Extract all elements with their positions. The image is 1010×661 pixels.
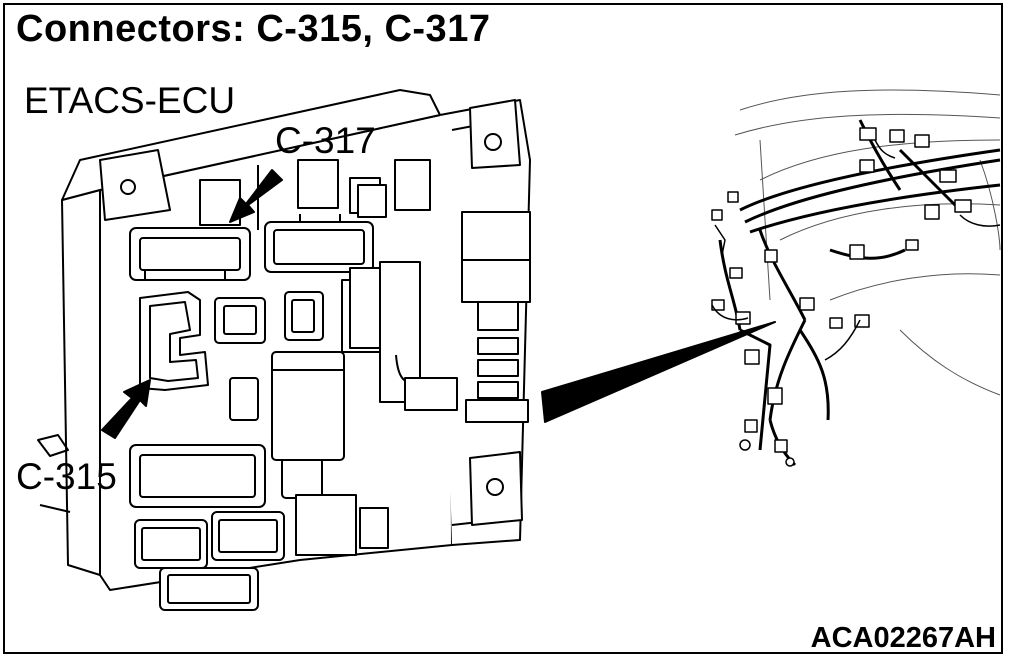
lower-connectors <box>129 444 389 611</box>
arrow-c315 <box>101 379 151 439</box>
vehicle-harness-view <box>711 89 1001 467</box>
label-c315: C-315 <box>16 456 117 497</box>
location-pointer <box>541 321 776 423</box>
connector-c315 <box>139 291 209 391</box>
arrow-c317 <box>229 169 283 223</box>
callout-arrows <box>101 169 283 439</box>
fuse-column <box>395 211 531 423</box>
page-title: Connectors: C-315, C-317 <box>16 8 491 50</box>
relay-block <box>271 261 421 461</box>
figure-code: ACA02267AH <box>810 622 996 654</box>
label-c317: C-317 <box>275 120 376 161</box>
connector-c317 <box>129 227 251 281</box>
label-etacs-ecu: ETACS-ECU <box>24 80 236 121</box>
connector-upper-right <box>264 214 374 273</box>
top-relays <box>199 159 431 230</box>
